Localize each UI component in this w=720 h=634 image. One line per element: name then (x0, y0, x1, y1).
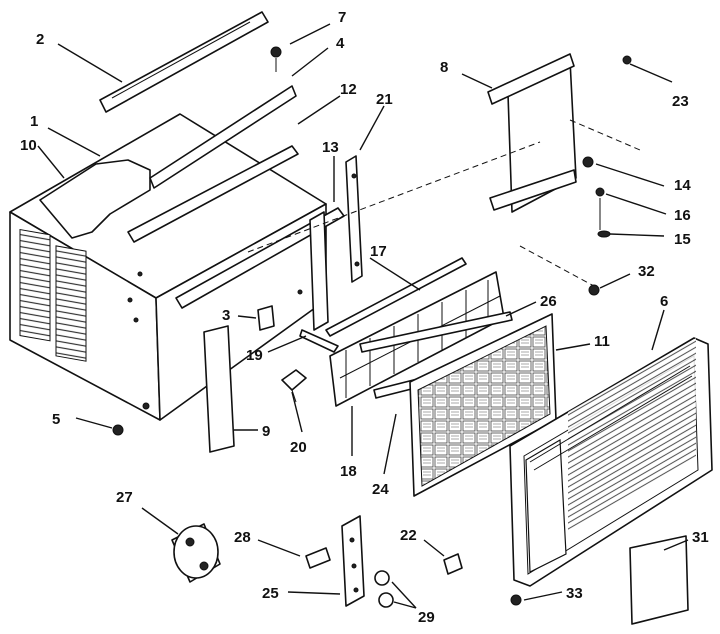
cabinet (9, 113, 327, 421)
callout-5: 5 (52, 411, 60, 428)
callout-7: 7 (338, 9, 346, 26)
grille-31 (629, 535, 689, 625)
screw-5 (112, 424, 124, 436)
callout-29: 29 (418, 609, 435, 626)
callout-1: 1 (30, 113, 38, 130)
dashed-guide (569, 119, 641, 151)
dashed-guide-2 (247, 141, 541, 253)
top-channel (149, 85, 297, 189)
callout-19: 19 (246, 347, 263, 364)
callout-17: 17 (370, 243, 387, 260)
knob-assembly-27 (171, 523, 221, 583)
callout-labels: 2 7 4 8 23 12 21 13 1 10 14 16 15 17 32 … (20, 9, 709, 626)
screw-7 (270, 46, 282, 72)
callout-23: 23 (672, 93, 689, 110)
part-19 (299, 329, 339, 353)
part-14 (582, 156, 594, 168)
callout-33: 33 (566, 585, 583, 602)
callout-28: 28 (234, 529, 251, 546)
callout-14: 14 (674, 177, 691, 194)
callout-6: 6 (660, 293, 668, 310)
strip-26 (359, 311, 513, 353)
callout-25: 25 (262, 585, 279, 602)
callout-32: 32 (638, 263, 655, 280)
rear-post (309, 211, 329, 331)
callout-15: 15 (674, 231, 691, 248)
top-rail (99, 11, 269, 113)
clip-3 (257, 305, 275, 331)
callout-3: 3 (222, 307, 230, 324)
rear-grille (487, 53, 577, 213)
callout-16: 16 (674, 207, 691, 224)
callout-4: 4 (336, 35, 345, 52)
callout-31: 31 (692, 529, 709, 546)
screw-33 (510, 594, 522, 606)
callout-18: 18 (340, 463, 357, 480)
callout-12: 12 (340, 81, 357, 98)
callout-2: 2 (36, 31, 44, 48)
louver-bar-17 (325, 257, 467, 337)
leader-lines (37, 23, 689, 609)
screw-32 (588, 284, 600, 296)
side-rail (127, 145, 299, 243)
callout-13: 13 (322, 139, 339, 156)
callout-22: 22 (400, 527, 417, 544)
screw-23 (622, 55, 632, 65)
washer-15 (597, 230, 611, 238)
callout-27: 27 (116, 489, 133, 506)
callout-8: 8 (440, 59, 448, 76)
bracket-21 (345, 155, 363, 283)
bracket-25 (341, 515, 365, 607)
knobs-29 (374, 570, 394, 608)
front-panel (509, 337, 713, 587)
callout-24: 24 (372, 481, 389, 498)
part-22 (443, 553, 463, 575)
callout-10: 10 (20, 137, 37, 154)
callout-21: 21 (376, 91, 393, 108)
filter-strip (203, 325, 235, 453)
screw-16 (595, 187, 605, 230)
callout-9: 9 (262, 423, 270, 440)
callout-20: 20 (290, 439, 307, 456)
part-28 (305, 547, 331, 569)
front-filter (409, 313, 557, 497)
callout-26: 26 (540, 293, 557, 310)
callout-11: 11 (594, 333, 610, 350)
dashed-guide-3 (519, 245, 595, 287)
